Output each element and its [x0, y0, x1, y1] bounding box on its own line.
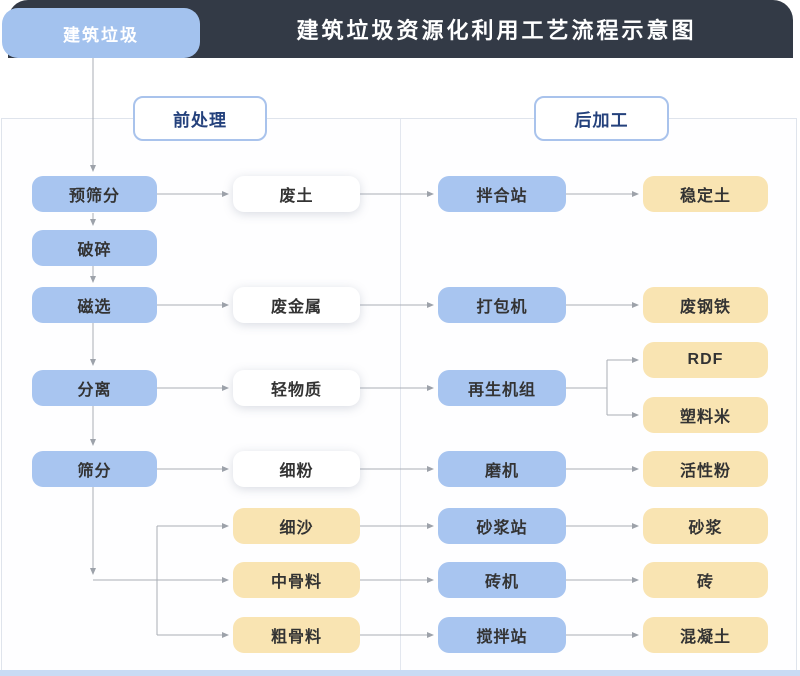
node-mortar-plant: 砂浆站 [438, 508, 566, 544]
node-brick-machine: 砖机 [438, 562, 566, 598]
section-label-pre-processing: 前处理 [133, 96, 267, 141]
section-divider [400, 119, 401, 671]
node-mortar: 砂浆 [643, 508, 768, 544]
node-fine-sand: 细沙 [233, 508, 360, 544]
node-separation: 分离 [32, 370, 157, 406]
node-magnetic-separation: 磁选 [32, 287, 157, 323]
node-stabilized-soil: 稳定土 [643, 176, 768, 212]
node-brick: 砖 [643, 562, 768, 598]
source-tab-construction-waste: 建筑垃圾 [2, 8, 200, 58]
node-concrete-plant: 搅拌站 [438, 617, 566, 653]
node-pre-screening: 预筛分 [32, 176, 157, 212]
node-waste-metal: 废金属 [233, 287, 360, 323]
node-mill: 磨机 [438, 451, 566, 487]
node-coarse-aggregate: 粗骨料 [233, 617, 360, 653]
node-medium-aggregate: 中骨料 [233, 562, 360, 598]
node-crushing: 破碎 [32, 230, 157, 266]
node-rdf: RDF [643, 342, 768, 378]
node-regeneration-unit: 再生机组 [438, 370, 566, 406]
node-scrap-steel: 废钢铁 [643, 287, 768, 323]
page-title: 建筑垃圾资源化利用工艺流程示意图 [296, 18, 697, 43]
bottom-strip [0, 670, 800, 676]
node-concrete: 混凝土 [643, 617, 768, 653]
node-light-material: 轻物质 [233, 370, 360, 406]
node-screening: 筛分 [32, 451, 157, 487]
section-label-post-processing: 后加工 [534, 96, 669, 141]
node-plastic-pellets: 塑料米 [643, 397, 768, 433]
node-waste-soil: 废土 [233, 176, 360, 212]
node-baler: 打包机 [438, 287, 566, 323]
node-mixing-plant: 拌合站 [438, 176, 566, 212]
node-fine-powder: 细粉 [233, 451, 360, 487]
node-active-powder: 活性粉 [643, 451, 768, 487]
